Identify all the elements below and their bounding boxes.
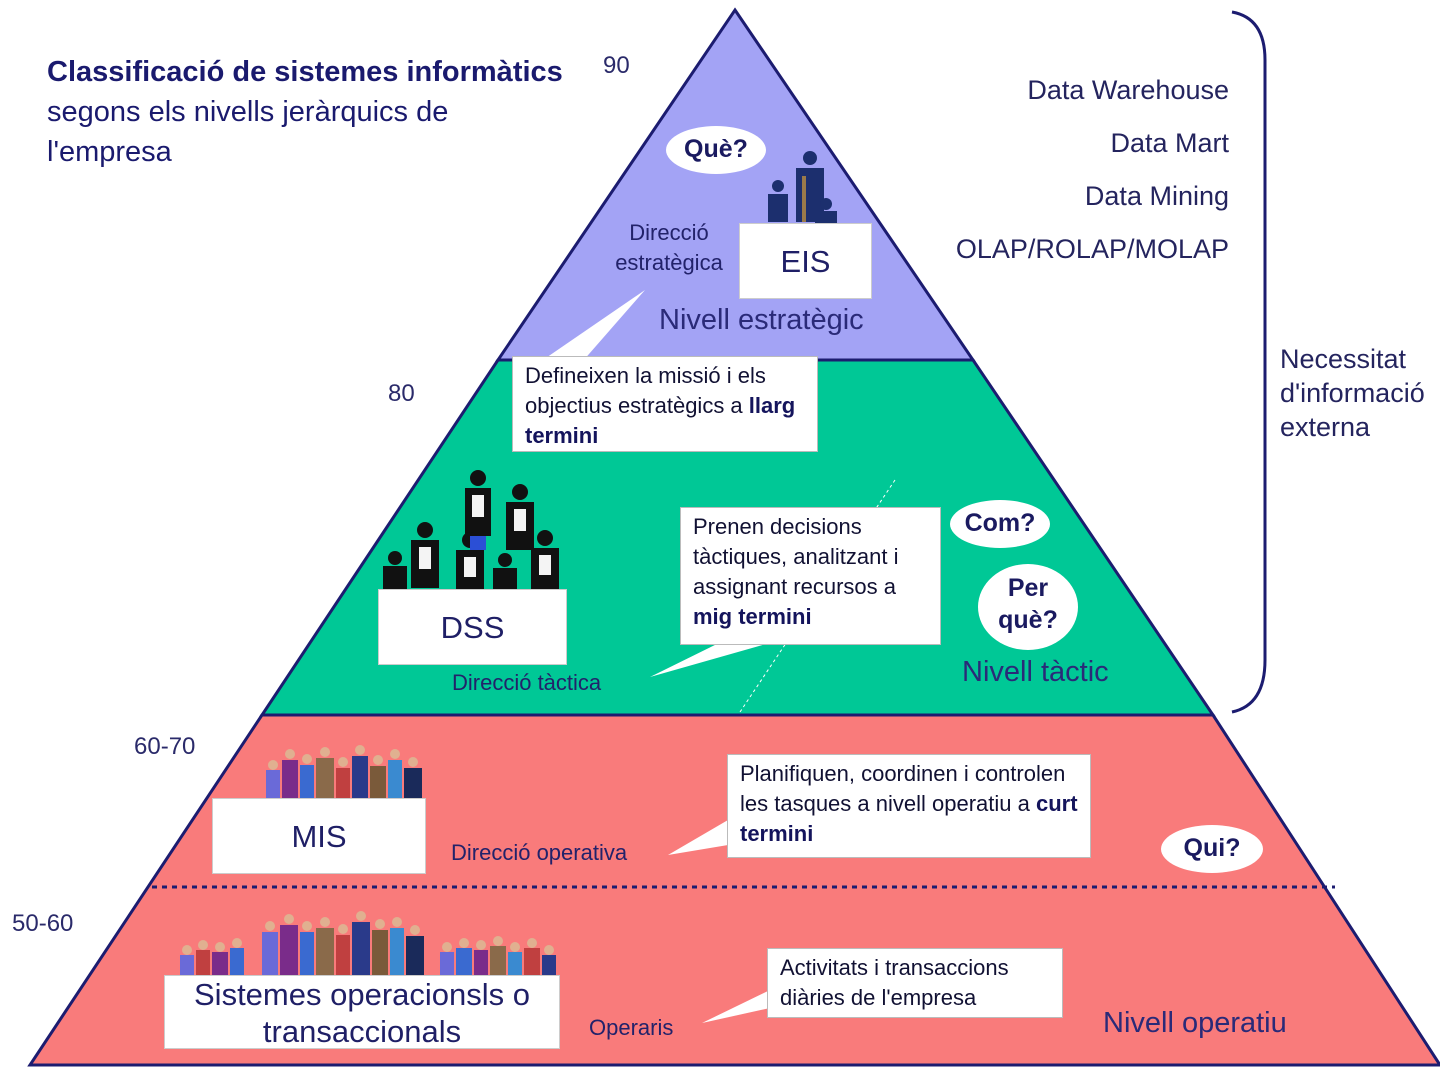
callout-tactical-bold: mig termini	[693, 604, 812, 629]
callout-tactical: Prenen decisions tàctiques, analitzant i…	[680, 507, 941, 645]
direction-operational: Operaris	[589, 1015, 674, 1040]
callout-operational-text: Activitats i transaccions diàries de l'e…	[780, 955, 1009, 1010]
callout-strategic-bold: llarg termini	[525, 393, 796, 448]
callout-tail-operational	[702, 990, 770, 1023]
title-rest: segons els nivells jeràrquics de l'empre…	[47, 96, 449, 168]
callout-strategic: Defineixen la missió i els objectius est…	[512, 356, 818, 452]
question-what: Què?	[666, 126, 766, 174]
question-who: Qui?	[1161, 825, 1263, 873]
level-number-operative: 60-70	[134, 733, 196, 760]
external-info-label: Necessitat d'informació externa	[1280, 344, 1425, 442]
callout-tactical-text: Prenen decisions tàctiques, analitzant i…	[693, 514, 899, 599]
external-brace	[1231, 10, 1267, 714]
tool-data-mining: Data Mining	[1084, 181, 1229, 211]
callout-operative-text: Planifiquen, coordinen i controlen les t…	[740, 761, 1066, 816]
direction-tactical: Direcció tàctica	[452, 670, 602, 695]
title-bold: Classificació de sistemes informàtics	[47, 56, 563, 88]
diagram-title: Classificació de sistemes informàtics se…	[47, 52, 567, 172]
level-name-tactical: Nivell tàctic	[962, 656, 1109, 688]
level-number-strategic: 90	[603, 52, 630, 79]
system-mis: MIS	[212, 798, 426, 874]
callout-tail-strategic	[540, 290, 645, 362]
callout-operational: Activitats i transaccions diàries de l'e…	[767, 948, 1063, 1018]
level-number-tactical: 80	[388, 380, 415, 407]
staff-group-icon	[266, 745, 422, 798]
level-name-operational: Nivell operatiu	[1103, 1007, 1287, 1039]
executives-group-icon	[768, 151, 837, 223]
callout-operative-bold: curt termini	[740, 791, 1078, 846]
workers-crowd-icon	[180, 911, 556, 977]
direction-strategic: Direcció estratègica	[615, 220, 723, 275]
question-how: Com?	[950, 500, 1050, 548]
callout-operative: Planifiquen, coordinen i controlen les t…	[727, 754, 1091, 858]
level-number-operational: 50-60	[12, 910, 74, 937]
tool-data-mart: Data Mart	[1110, 128, 1229, 158]
level-name-strategic: Nivell estratègic	[659, 304, 864, 336]
system-transactional: Sistemes operacionsls o transaccionals	[164, 975, 560, 1049]
question-why: Per què?	[978, 564, 1078, 650]
tool-olap: OLAP/ROLAP/MOLAP	[955, 234, 1229, 264]
callout-tail-operative	[668, 820, 728, 855]
system-eis: EIS	[739, 223, 872, 299]
managers-group-icon	[383, 470, 559, 590]
tool-data-warehouse: Data Warehouse	[1027, 75, 1229, 105]
direction-operative: Direcció operativa	[451, 840, 628, 865]
system-dss: DSS	[378, 589, 567, 665]
callout-strategic-text: Defineixen la missió i els objectius est…	[525, 363, 766, 418]
callout-tail-tactical	[650, 640, 780, 677]
